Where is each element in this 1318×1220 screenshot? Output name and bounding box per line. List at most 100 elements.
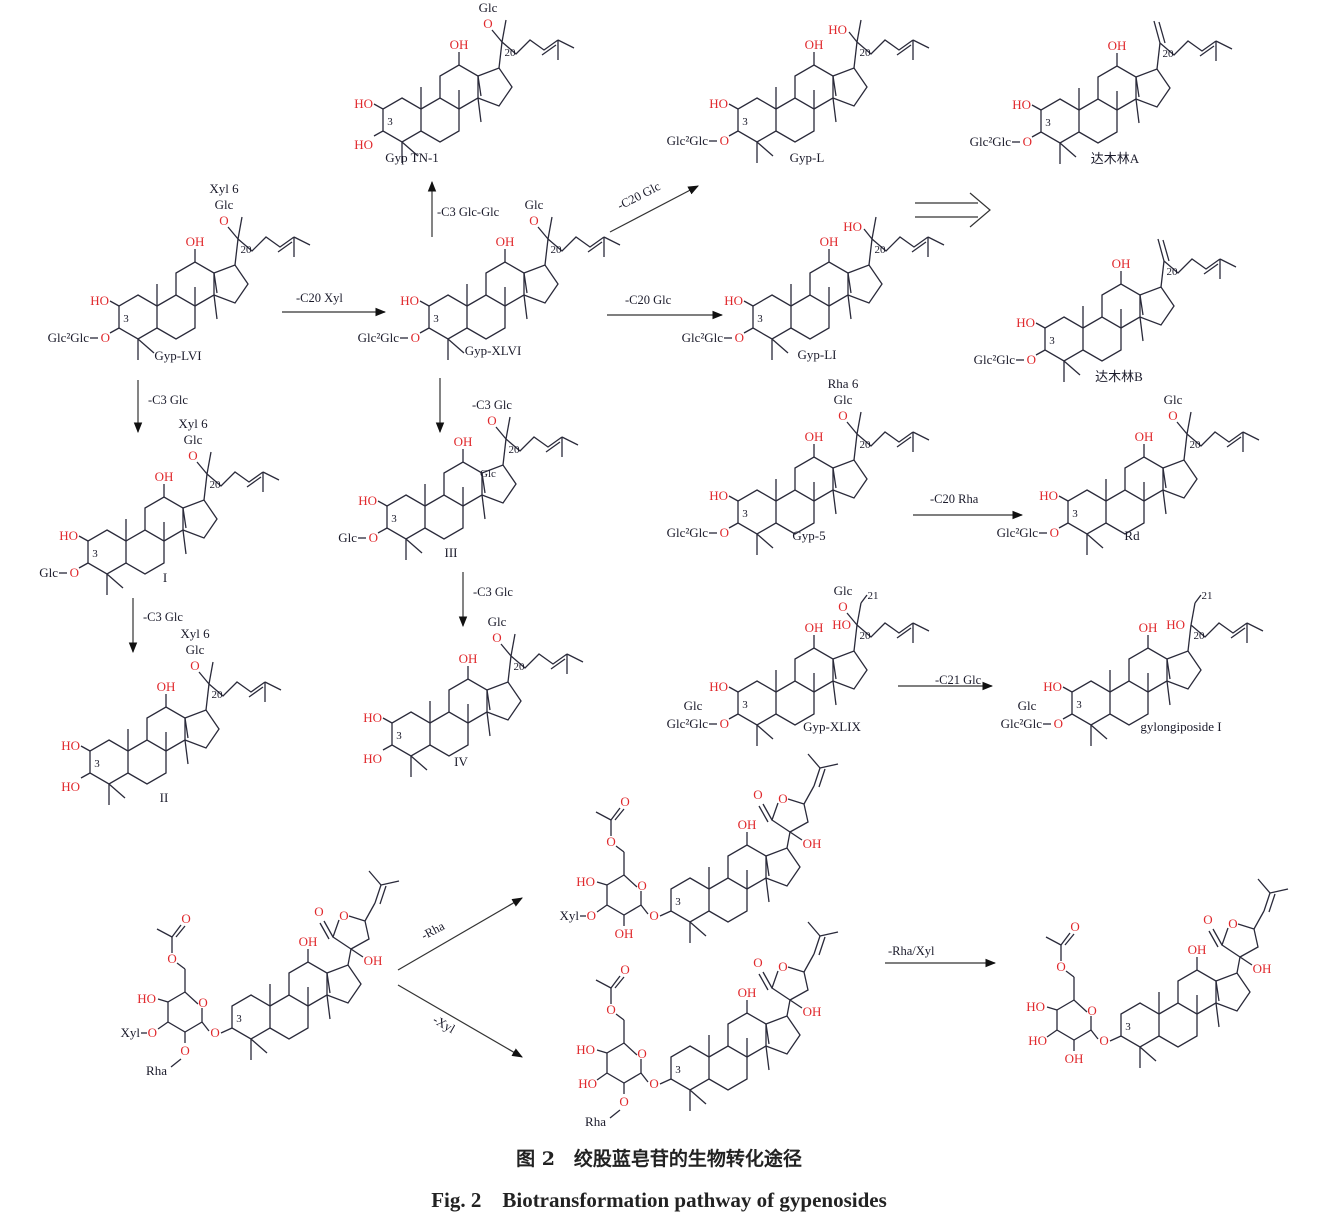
c21-number: 21 [868, 590, 879, 602]
bond [213, 272, 218, 294]
bond [125, 529, 165, 575]
c3-sugar-label: Glc²Glc [667, 133, 709, 148]
glycosidic-oxygen-label: O [649, 1076, 658, 1091]
bond [108, 783, 126, 799]
c20-number: 20 [1190, 439, 1202, 451]
bond [1056, 999, 1092, 1041]
bond [794, 456, 834, 502]
compound-name: 达木林A [1091, 151, 1140, 166]
bond [1162, 489, 1167, 515]
bond [1219, 258, 1237, 268]
arrow-to-tn1: -C3 Glc-Glc [427, 180, 500, 237]
bond [818, 768, 826, 788]
bond [640, 904, 649, 915]
c20-substituent-label: O [487, 413, 496, 428]
bond [348, 915, 370, 950]
bond [1253, 910, 1265, 930]
c2-oxygen-label: O [180, 1043, 189, 1058]
c20-number: 20 [514, 661, 526, 673]
figure-caption-chinese: 图 2 绞股蓝皂苷的生物转化途径 [516, 1148, 802, 1170]
bond [813, 935, 821, 955]
bond [789, 999, 803, 1009]
bond [507, 655, 512, 683]
bond [448, 678, 488, 724]
bond [1236, 956, 1241, 974]
bond [615, 1013, 625, 1021]
bond [896, 627, 912, 639]
c3-hydroxyl-label: HO [363, 751, 382, 766]
bond [775, 489, 815, 535]
bond [860, 594, 868, 604]
bond [1135, 68, 1171, 108]
bond [156, 294, 196, 340]
c12-hydroxyl-label: OH [1108, 38, 1127, 53]
bond [109, 327, 120, 334]
bond [1105, 489, 1145, 535]
c3-oxygen-label: O [1027, 352, 1036, 367]
c3-number: 3 [757, 313, 763, 325]
bond [1269, 888, 1289, 894]
c20-substituent-label: O [1168, 408, 1177, 423]
bond [277, 241, 293, 253]
bond [1159, 40, 1217, 56]
c2-hydroxyl-label: HO [709, 96, 728, 111]
ring-oxygen-label: O [198, 995, 207, 1010]
bond [1046, 1006, 1058, 1011]
c3-oxygen-label: O [587, 908, 596, 923]
reaction-label: -Rha/Xyl [888, 944, 935, 958]
bond [373, 130, 384, 137]
bond [326, 994, 331, 1020]
c20-number: 20 [1167, 266, 1179, 278]
bond [184, 739, 189, 765]
bond [896, 44, 912, 56]
bond [175, 261, 215, 307]
bond [510, 633, 516, 657]
bond [1186, 431, 1244, 447]
bond [78, 535, 89, 542]
compound-name: 达木林B [1095, 369, 1143, 384]
c3-number: 3 [1072, 508, 1078, 520]
c12-hydroxyl-label: OH [805, 620, 824, 635]
bond [1082, 316, 1122, 362]
c20-substituent-label: Glc [186, 642, 205, 657]
c12-hydroxyl-label: OH [299, 934, 318, 949]
c20-hydroxyl-label: OH [803, 1004, 822, 1019]
bond [743, 300, 754, 307]
c3-number: 3 [387, 116, 393, 128]
bond [832, 67, 868, 107]
compound-name: Rd [1124, 528, 1140, 543]
compound-name: Gyp-XLIX [803, 719, 861, 734]
xylose-label: Xyl [560, 908, 580, 923]
bond [1187, 624, 1192, 652]
c20-hydroxyl-label: OH [803, 836, 822, 851]
c12-hydroxyl-label: OH [738, 817, 757, 832]
c3-oxygen-label: O [1023, 134, 1032, 149]
c20-hydroxyl-label: OH [1253, 961, 1272, 976]
compound-name: III [445, 545, 458, 560]
bond [502, 438, 507, 466]
bond [853, 41, 858, 69]
bond [1162, 239, 1170, 262]
c20-substituent-label: Glc [479, 0, 498, 15]
bond [863, 228, 873, 240]
bond [477, 97, 482, 123]
bond [765, 1023, 770, 1045]
bond [78, 562, 89, 569]
bond [803, 953, 815, 973]
bond [203, 473, 208, 501]
c3-oxygen-label: O [101, 330, 110, 345]
bond [419, 327, 430, 334]
bond [603, 236, 621, 246]
bond [1101, 283, 1141, 329]
bond [1237, 923, 1259, 958]
bond [1153, 20, 1161, 44]
bond [182, 529, 187, 555]
bond [1035, 322, 1046, 329]
c12-hydroxyl-label: OH [155, 469, 174, 484]
compound-name: Gyp-5 [792, 528, 825, 543]
bond [1263, 892, 1271, 912]
